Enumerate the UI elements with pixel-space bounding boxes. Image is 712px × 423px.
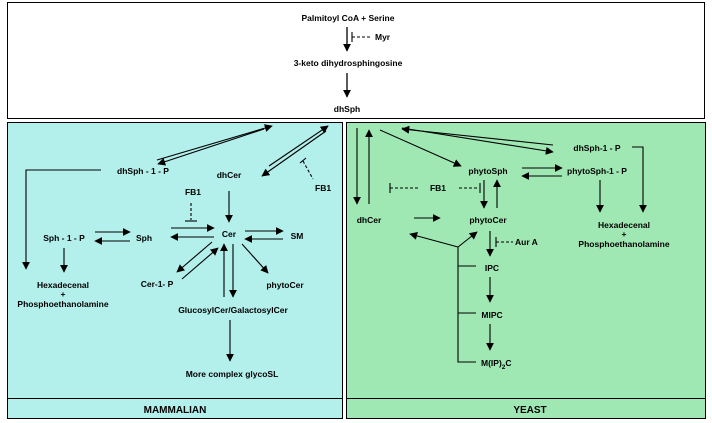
arrow-m-dhsph-to-dhsph1p [157,128,265,166]
m-plus: + [61,289,66,299]
arrow-m-cer-to-cer1p [176,241,213,273]
top-panel [7,2,705,119]
arrow-y-dhsph1p-to-dhsph [401,125,554,146]
y-ipc: IPC [485,263,499,273]
m-cer: Cer [222,229,237,239]
yeast-panel [346,122,706,419]
palmitoyl-coa-serine: Palmitoyl CoA + Serine [302,13,395,23]
y-aura: Aur A [515,237,538,247]
m-sph1p: Sph - 1 - P [43,233,85,243]
m-phytocer: phytoCer [266,280,304,290]
arrow-y-return-to-dhcer [409,232,459,248]
y-phytocer: phytoCer [469,215,507,225]
arrow-y-dhsph-to-phytosph [379,129,462,167]
dhsph-top: dhSph [334,104,360,114]
m-fb1-right: FB1 [315,183,331,193]
y-dhcer: dhCer [357,215,382,225]
m-sph: Sph [136,233,152,243]
arrow-m-dhsph1p-to-hexadecenal [22,169,101,270]
y-fb1: FB1 [430,183,446,193]
arrow-m-dhcer-to-dhsph [268,125,329,167]
arrow-m-dhsph-to-dhcer [261,130,327,177]
y-hexadecenal: Hexadecenal [598,220,650,230]
m-dhcer: dhCer [217,170,242,180]
m-fb1-right-inhibition-dash [302,160,314,180]
m-phosphoethanolamine: Phosphoethanolamine [17,299,108,309]
arrow-y-return-to-phytocer [457,231,478,248]
m-complex-glycosl: More complex glycoSL [186,369,279,379]
y-return-bracket [457,265,476,363]
m-dhsph1p: dhSph - 1 - P [117,166,169,176]
m-hexadecenal: Hexadecenal [37,280,89,290]
arrow-m-dhsph1p-to-dhsph [156,124,273,161]
arrow-y-dhsph1p-to-hexadecenal [632,146,647,213]
mammalian-panel-label: MAMMALIAN [144,405,207,416]
arrow-m-cer-to-phytocer [241,243,269,274]
m-fb1-right-inhibition-bar [299,157,307,164]
y-mip2c: M(IP)2C [481,358,512,371]
m-sm: SM [291,231,304,241]
y-phytosph: phytoSph [468,166,507,176]
m-glucosylcer: GlucosylCer/GalactosylCer [178,305,288,315]
keto-dihydrosphingosine: 3-keto dihydrosphingosine [294,58,403,68]
y-plus: + [622,229,627,239]
y-phosphoethanolamine: Phosphoethanolamine [578,239,669,249]
y-dhsph1p: dhSph-1 - P [573,143,621,153]
mammalian-panel [7,122,343,419]
myr-label: Myr [375,32,391,42]
arrow-m-cer1p-to-cer [181,247,219,280]
y-mipc: MIPC [481,310,502,320]
y-phytosph1p: phytoSph-1 - P [567,166,627,176]
m-fb1-left: FB1 [185,187,201,197]
m-cer1p: Cer-1- P [141,279,174,289]
yeast-panel-label: YEAST [513,405,546,416]
